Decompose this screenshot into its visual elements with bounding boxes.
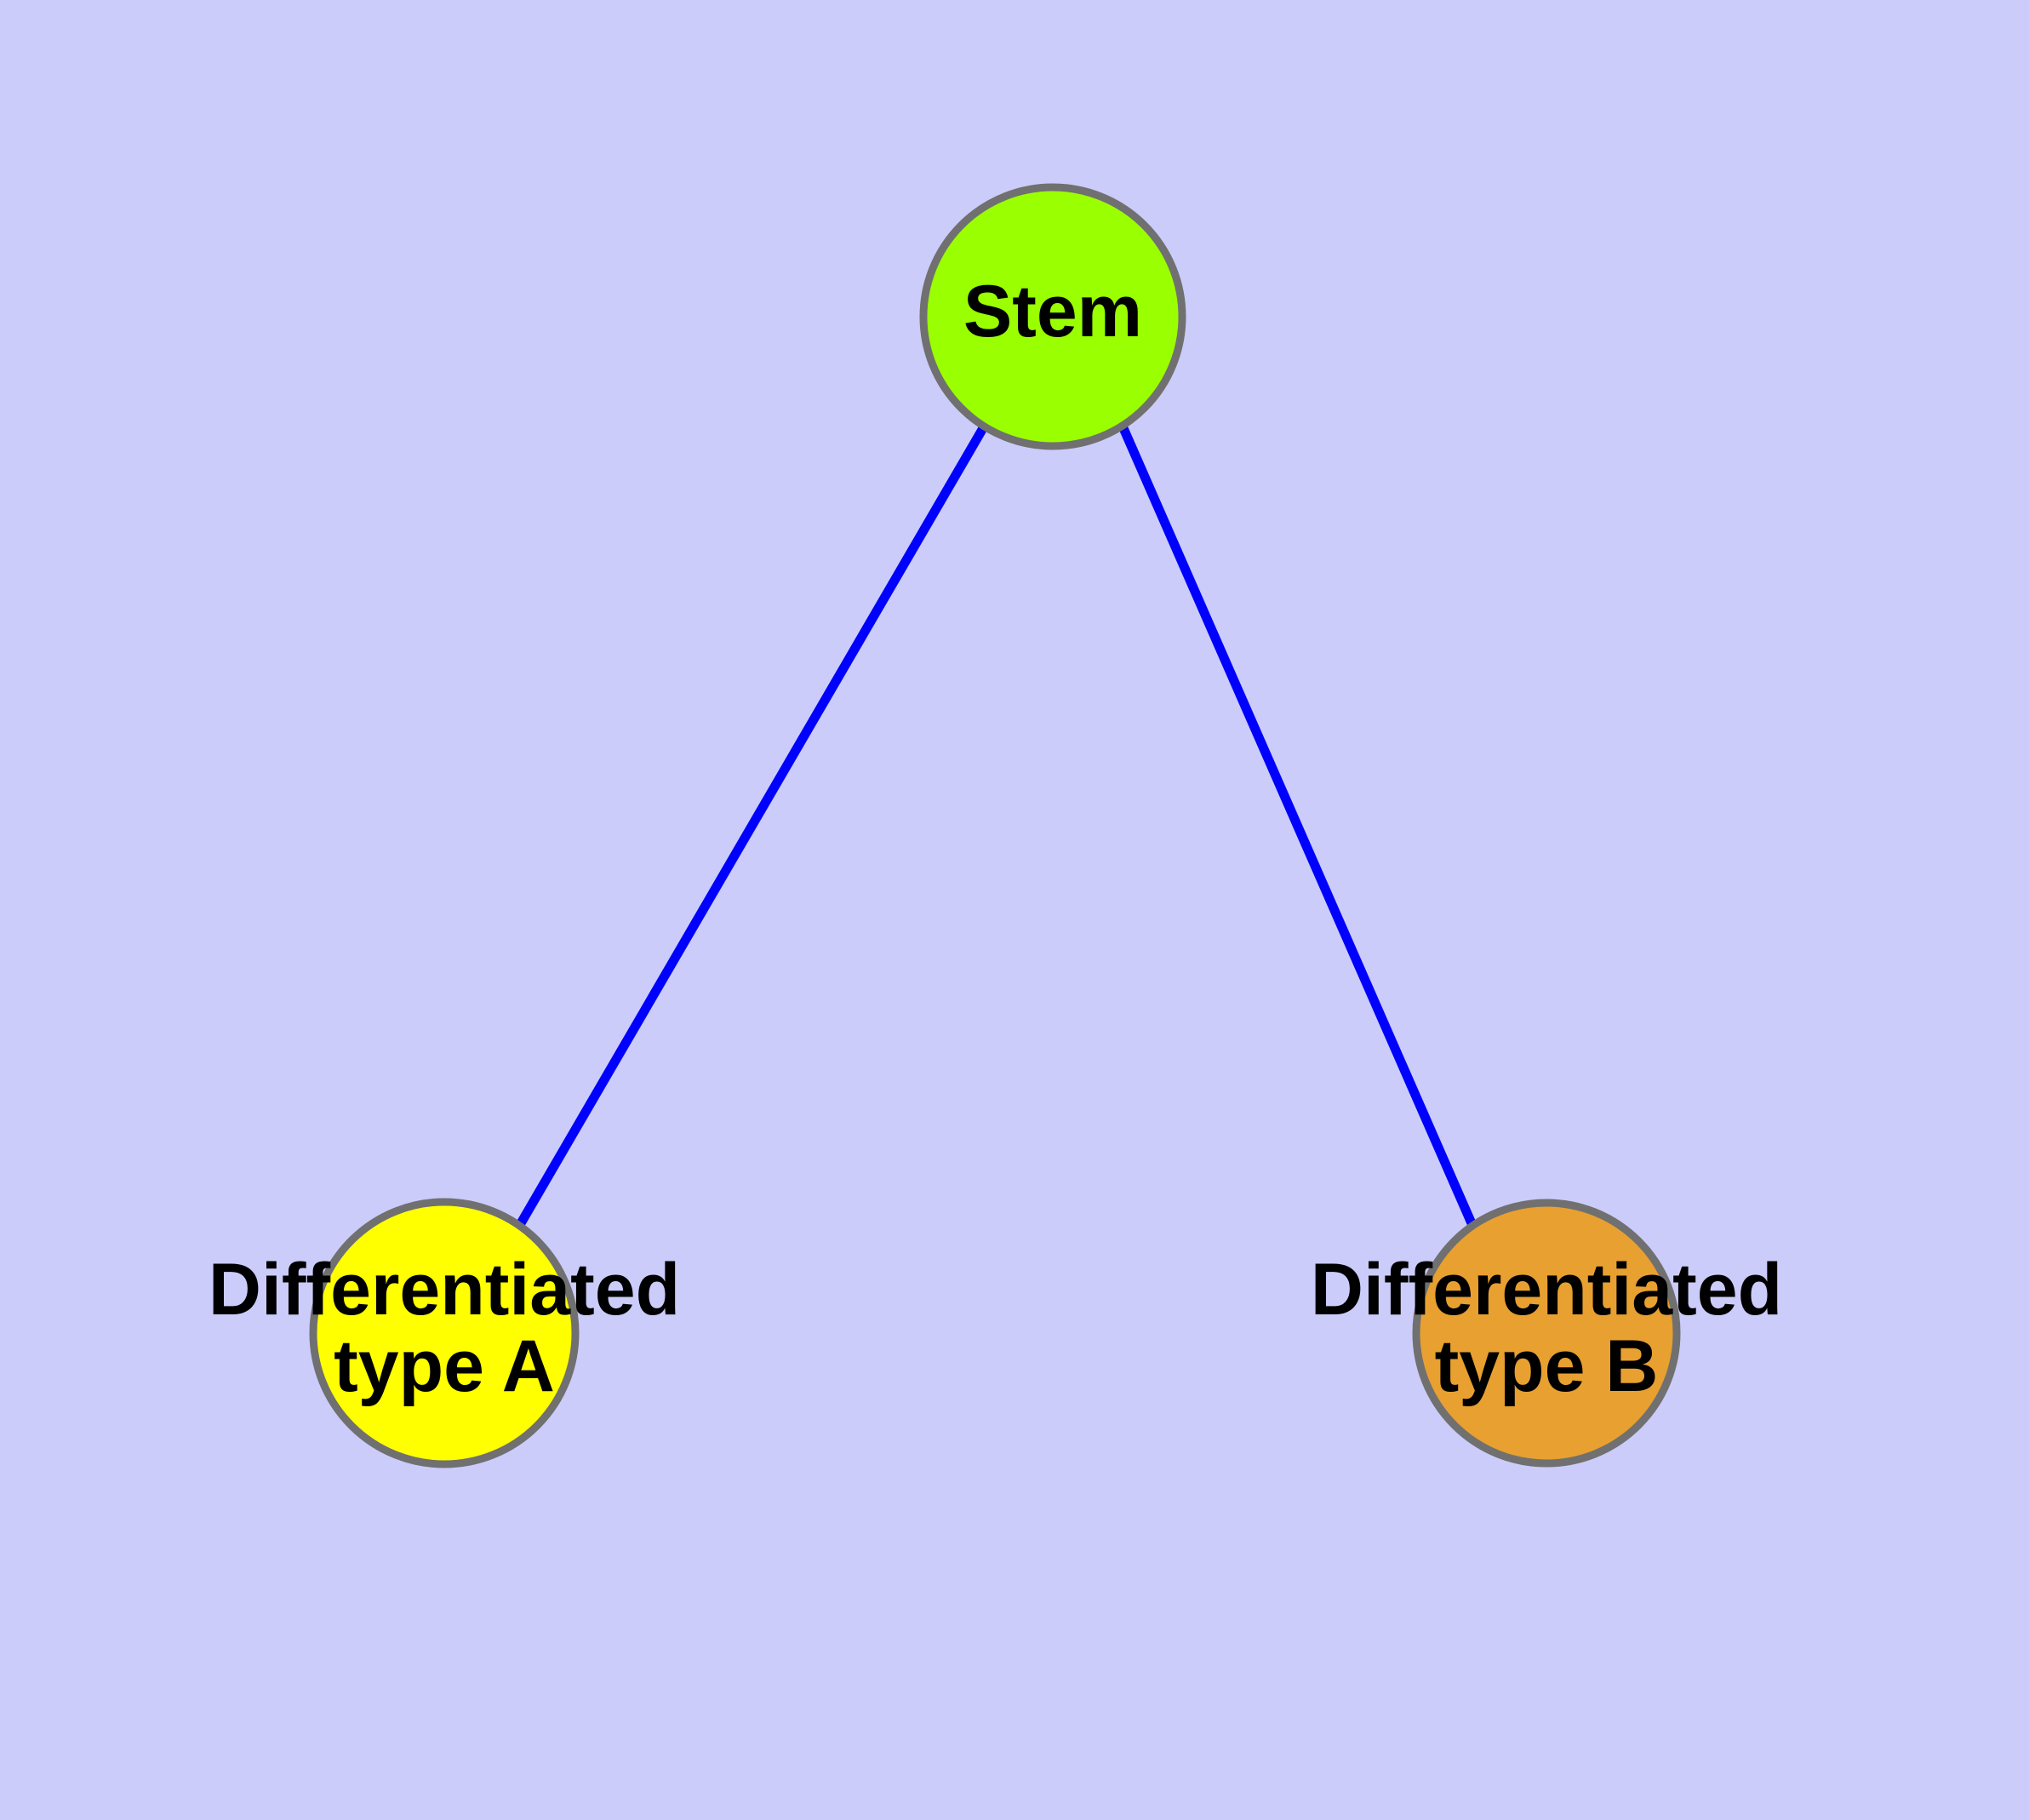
node-differentiated-type-a-circle[interactable] <box>309 1198 580 1468</box>
node-stem-circle[interactable] <box>919 183 1186 450</box>
node-label-line: type A <box>334 1325 555 1407</box>
edge-stem-to-differentiated-type-a[interactable] <box>516 423 988 1228</box>
nodes-layer <box>309 183 1681 1468</box>
node-label-line: Stem <box>963 271 1142 352</box>
edges-layer <box>516 423 1477 1228</box>
node-stem-label: Stem <box>963 271 1142 352</box>
node-label-line: type B <box>1435 1325 1659 1407</box>
node-label-line: Differentiated <box>209 1249 680 1331</box>
node-differentiated-type-b-circle[interactable] <box>1412 1199 1681 1468</box>
node-differentiated-type-b[interactable] <box>1412 1199 1681 1468</box>
edge-stem-to-differentiated-type-b[interactable] <box>1118 423 1477 1228</box>
node-stem[interactable] <box>919 183 1186 450</box>
node-differentiated-type-a[interactable] <box>309 1198 580 1468</box>
node-label-line: Differentiated <box>1311 1249 1782 1331</box>
